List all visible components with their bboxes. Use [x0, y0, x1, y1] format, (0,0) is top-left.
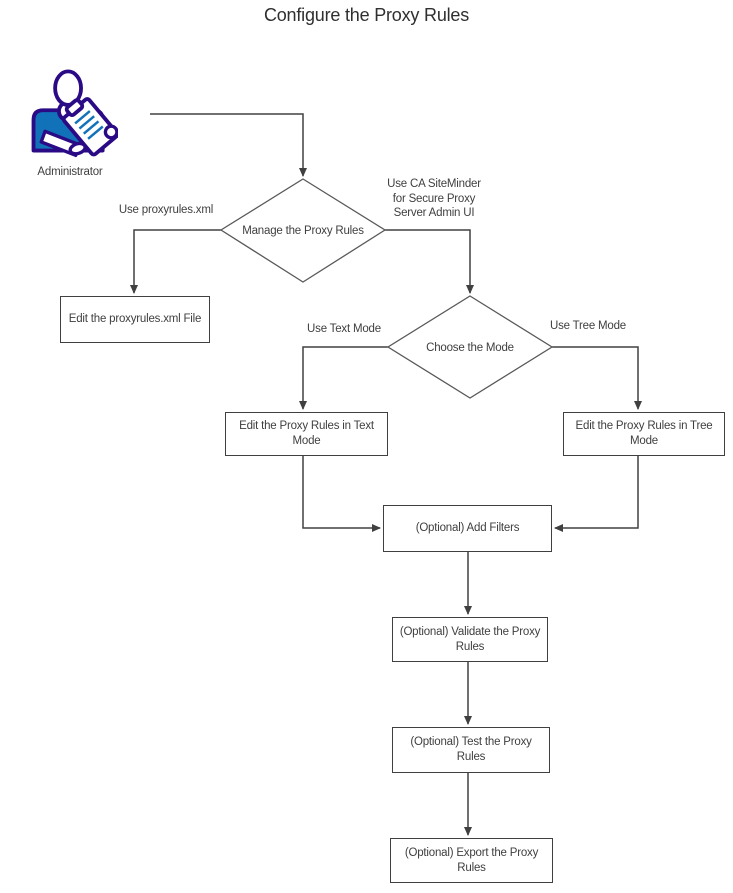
edge-tree-to-filters — [554, 456, 639, 532]
step-validate-proxy-rules: (Optional) Validate the Proxy Rules — [392, 617, 548, 662]
administrator-icon — [31, 69, 118, 158]
decision-manage-shape — [219, 178, 387, 283]
step-add-filters: (Optional) Add Filters — [383, 505, 552, 552]
step-edit-proxy-rules-tree-mode: Edit the Proxy Rules in Tree Mode — [563, 412, 725, 456]
edge-label-use-proxyrules-xml: Use proxyrules.xml — [118, 204, 214, 216]
decision-mode-label: Choose the Mode — [426, 341, 514, 354]
edge-manage-to-edit-xml — [130, 229, 221, 294]
edge-mode-to-tree — [552, 346, 642, 410]
edge-manage-to-choose-mode — [385, 229, 474, 294]
edge-label-use-text-mode: Use Text Mode — [307, 323, 381, 335]
step-export-proxy-rules: (Optional) Export the Proxy Rules — [390, 838, 553, 883]
edge-text-to-filters — [302, 456, 381, 532]
page-title: Configure the Proxy Rules — [263, 5, 470, 25]
step-edit-proxy-rules-text-mode: Edit the Proxy Rules in Text Mode — [225, 412, 388, 456]
edge-label-use-admin-ui: Use CA SiteMinder for Secure Proxy Serve… — [387, 178, 481, 220]
step-edit-proxyrules-xml-file: Edit the proxyrules.xml File — [60, 296, 210, 343]
edge-mode-to-text — [299, 346, 388, 410]
edge-admin-to-manage — [150, 113, 307, 177]
decision-mode-shape — [386, 295, 554, 399]
edge-label-use-tree-mode: Use Tree Mode — [549, 320, 627, 332]
administrator-label: Administrator — [37, 166, 103, 178]
decision-manage-label: Manage the Proxy Rules — [242, 224, 364, 237]
step-test-proxy-rules: (Optional) Test the Proxy Rules — [392, 727, 550, 773]
